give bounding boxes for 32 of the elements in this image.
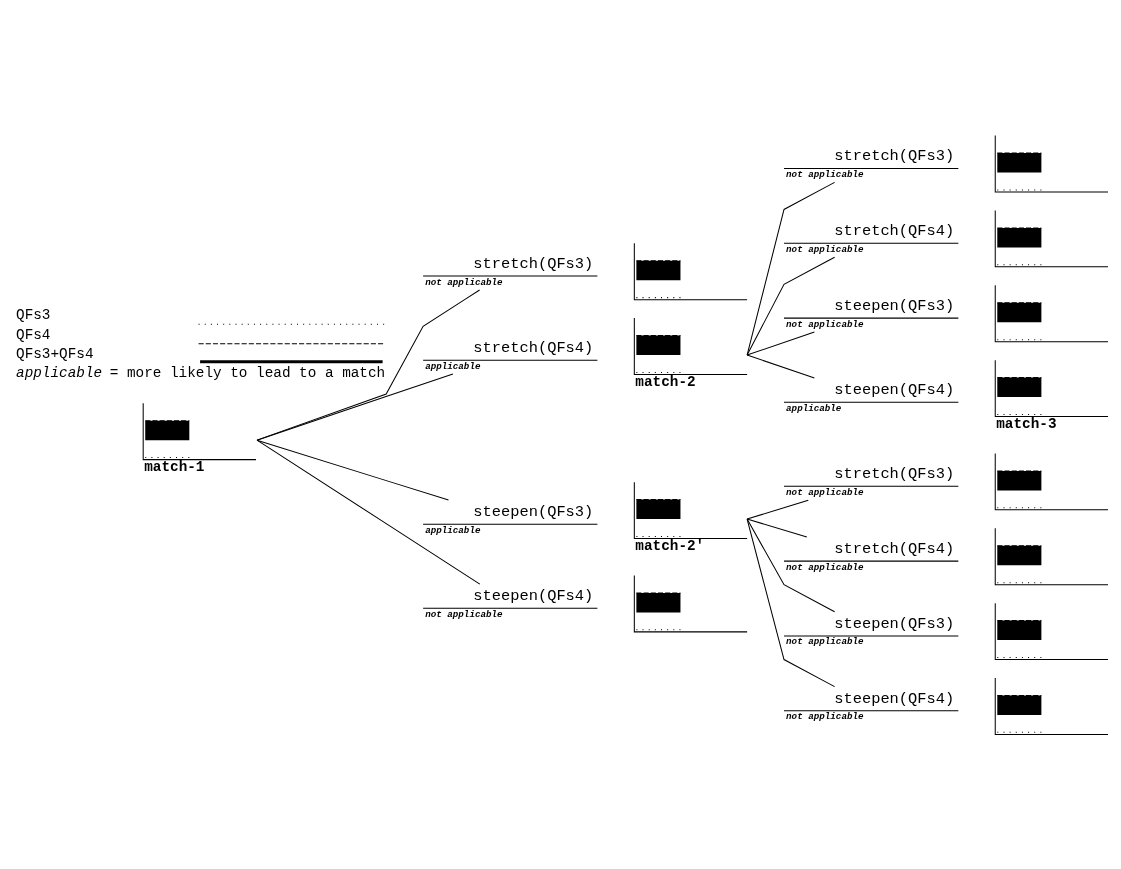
label: applicable = more likely to lead to a match bbox=[16, 364, 386, 381]
connector bbox=[256, 439, 449, 501]
connector bbox=[746, 518, 836, 688]
node-text: stretch(QFs4) applicable bbox=[425, 338, 594, 372]
connector bbox=[746, 181, 836, 356]
node-label: match-1 bbox=[144, 459, 205, 476]
node-text: steepen(QFs4) not applicable bbox=[786, 689, 955, 723]
connector bbox=[256, 439, 481, 585]
legend-label: QFs4 bbox=[16, 326, 51, 343]
node-text: stretch(QFs3) not applicable bbox=[425, 254, 594, 288]
node-text: stretch(QFs4) not applicable bbox=[786, 222, 955, 255]
node-label: match-2 bbox=[635, 374, 696, 390]
node-text: steepen(QFs3) not applicable bbox=[786, 296, 955, 330]
legend-label: QFs3 bbox=[16, 307, 51, 324]
node-text: stretch(QFs3) not applicable bbox=[786, 147, 955, 180]
node-text: steepen(QFs4) applicable bbox=[786, 381, 955, 414]
connector bbox=[746, 518, 808, 538]
connector bbox=[746, 518, 836, 613]
node-label: match-3 bbox=[996, 416, 1057, 433]
node-text: steepen(QFs4) not applicable bbox=[425, 587, 594, 620]
connector bbox=[256, 289, 481, 441]
connector bbox=[746, 499, 809, 520]
node-text: stretch(QFs3) not applicable bbox=[786, 465, 955, 498]
connector bbox=[746, 331, 815, 356]
node-text: stretch(QFs4) not applicable bbox=[786, 539, 955, 573]
node-text: steepen(QFs3) not applicable bbox=[786, 614, 955, 648]
connector bbox=[256, 373, 454, 441]
node-text: steepen(QFs3) applicable bbox=[425, 503, 594, 536]
legend-label: QFs3+QFs4 bbox=[16, 346, 94, 363]
connector bbox=[746, 354, 815, 379]
node-label: match-2' bbox=[635, 538, 705, 555]
connector bbox=[746, 256, 836, 356]
